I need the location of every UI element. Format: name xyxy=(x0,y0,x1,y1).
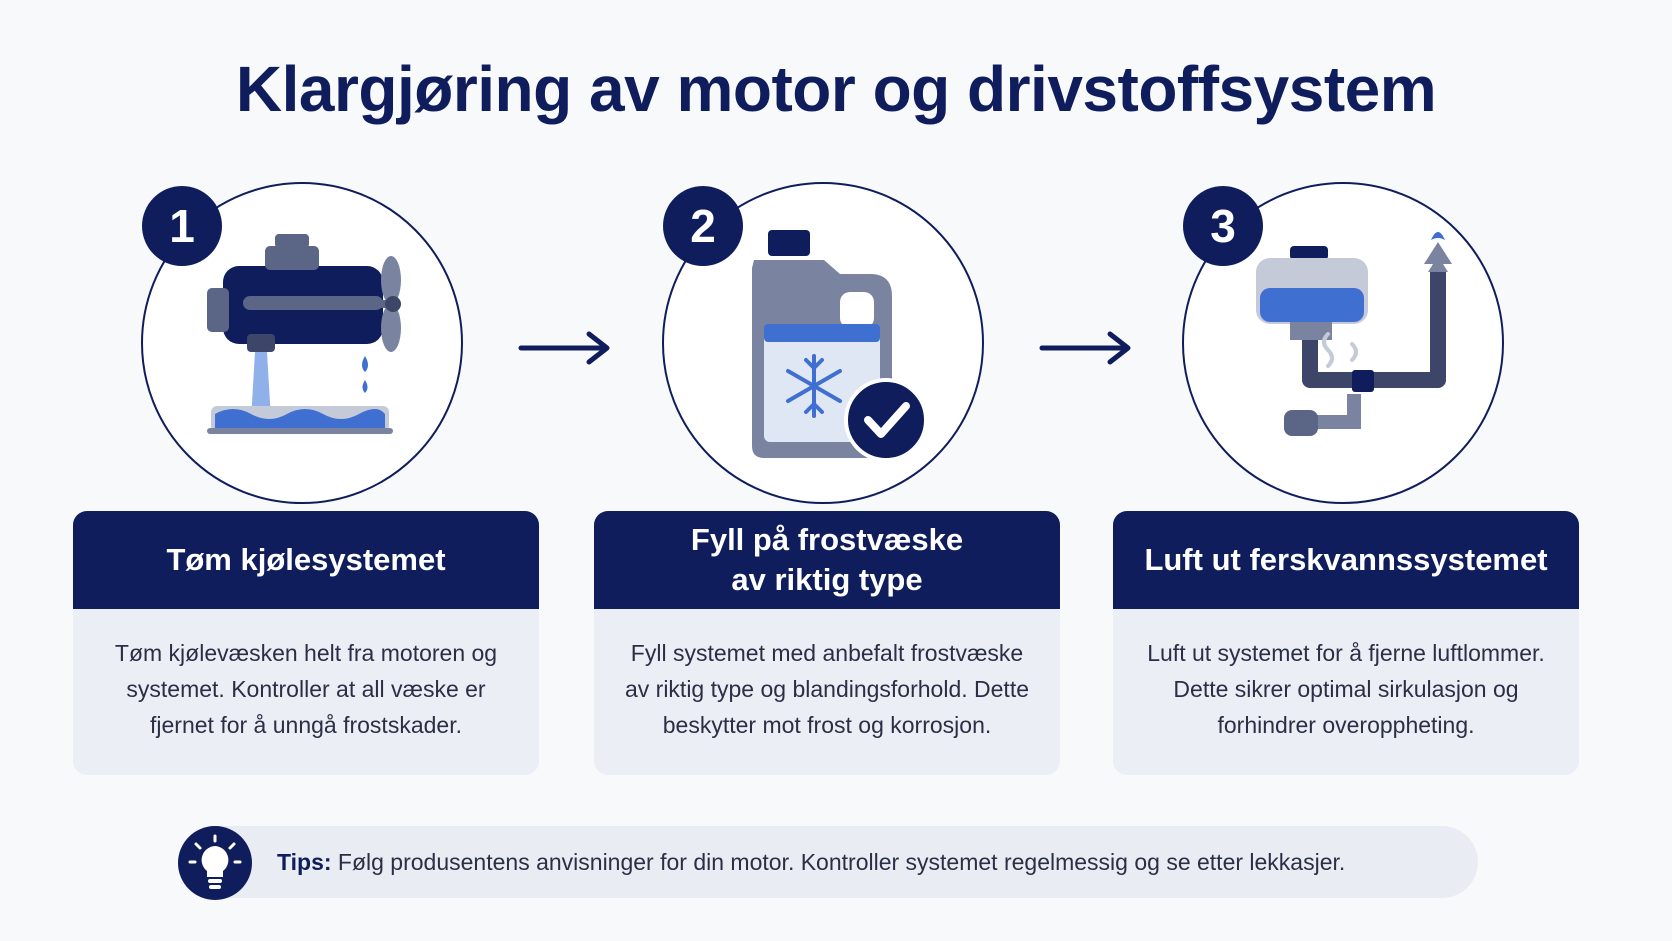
tips-label: Tips: xyxy=(277,849,332,875)
step-2-heading: Fyll på frostvæske av riktig type xyxy=(594,511,1060,609)
tips-text: Tips: Følg produsentens anvisninger for … xyxy=(277,849,1345,876)
tips-icon-badge xyxy=(178,826,252,900)
step-3-description: Luft ut systemet for å fjerne luftlommer… xyxy=(1147,640,1545,738)
step-1-number-badge: 1 xyxy=(142,186,222,266)
page-title: Klargjøring av motor og drivstoffsystem xyxy=(235,53,1437,125)
lightbulb-icon xyxy=(188,834,242,889)
step-3-card: Luft ut ferskvannssystemet Luft ut syste… xyxy=(1113,511,1579,775)
step-3-heading: Luft ut ferskvannssystemet xyxy=(1113,511,1579,609)
antifreeze-jug-icon xyxy=(752,230,928,462)
tips-message: Følg produsentens anvisninger for din mo… xyxy=(331,849,1346,875)
step-2-card: Fyll på frostvæske av riktig type Fyll s… xyxy=(594,511,1060,775)
engine-draining-icon xyxy=(207,234,401,434)
step-2-description: Fyll systemet med anbefalt frostvæske av… xyxy=(624,640,1030,738)
step-2-number-badge: 2 xyxy=(663,186,743,266)
step-1-illustration xyxy=(141,182,463,504)
step-1-description: Tøm kjølevæsken helt fra motoren og syst… xyxy=(114,640,498,738)
step-3-number-badge: 3 xyxy=(1183,186,1263,266)
step-1-heading: Tøm kjølesystemet xyxy=(73,511,539,609)
freshwater-tank-icon xyxy=(1256,232,1452,436)
tips-banner xyxy=(178,826,1478,898)
arrow-right-icon xyxy=(518,331,610,365)
step-1-card: Tøm kjølesystemet Tøm kjølevæsken helt f… xyxy=(73,511,539,775)
arrow-right-icon xyxy=(1039,331,1131,365)
